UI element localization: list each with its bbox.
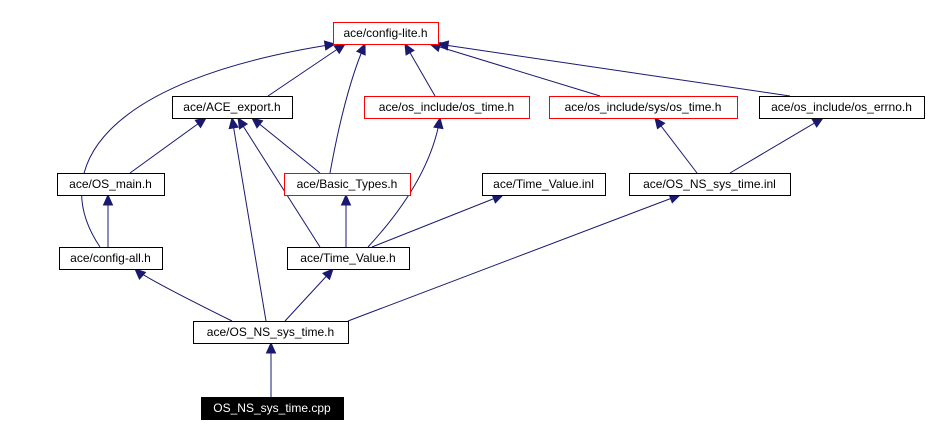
edge-line [251, 117, 321, 174]
edge-line [437, 43, 791, 97]
edge-sys_os_time-to-config_lite [428, 42, 601, 97]
node-label: ace/config-all.h [70, 251, 151, 265]
node-label: ace/ACE_export.h [183, 100, 280, 114]
node-config-lite[interactable]: ace/config-lite.h [333, 22, 439, 45]
edge-os_ns_sys_time_h-to-time_value_h [284, 268, 334, 322]
node-label: ace/os_include/os_time.h [379, 100, 514, 114]
edge-ace_export-to-config_lite [267, 43, 347, 97]
edge-os_main-to-ace_export [129, 117, 207, 174]
node-ace-export[interactable]: ace/ACE_export.h [172, 96, 293, 119]
arrow-head [433, 116, 444, 130]
arrow-head [237, 116, 249, 130]
edge-line [367, 117, 441, 248]
edge-config_all-to-os_main [102, 193, 114, 247]
node-label: ace/Time_Value.inl [493, 177, 594, 191]
node-label: ace/OS_main.h [69, 177, 152, 191]
edge-os_errno-to-config_lite [436, 40, 791, 97]
node-os-time[interactable]: ace/os_include/os_time.h [364, 96, 530, 119]
node-box [172, 96, 293, 119]
edge-line [231, 117, 267, 322]
arrow-head [322, 268, 334, 281]
node-box [57, 173, 165, 196]
node-box [287, 247, 410, 270]
edge-line [329, 43, 366, 174]
node-label: ace/Time_Value.h [300, 251, 395, 265]
arrow-head [436, 40, 450, 51]
node-box [284, 173, 411, 196]
edge-time_value_h-to-time_value_inl [371, 193, 505, 248]
arrow-head [134, 268, 147, 280]
edge-line [347, 194, 681, 322]
edge-os_time-to-config_lite [404, 42, 436, 97]
edge-os_ns_sys_time_h-to-ace_export [228, 116, 267, 322]
arrow-head [323, 40, 337, 51]
arrow-head [228, 116, 239, 130]
edge-line [81, 43, 336, 248]
edge-line [654, 117, 698, 174]
node-label: ace/config-lite.h [343, 26, 427, 40]
node-time-value-h[interactable]: ace/Time_Value.h [287, 247, 410, 270]
edge-line [729, 117, 824, 174]
arrow-head [194, 117, 207, 129]
edge-os_ns_sys_time_inl-to-sys_os_time [654, 117, 698, 174]
node-label: ace/os_include/os_errno.h [771, 100, 912, 114]
node-label: ace/OS_NS_sys_time.h [207, 325, 334, 339]
arrow-head [340, 193, 352, 206]
edge-time_value_h-to-ace_export [237, 116, 321, 248]
node-box [364, 96, 530, 119]
edge-line [134, 268, 233, 322]
arrow-head [404, 42, 415, 56]
edge-line [371, 194, 504, 248]
node-box [333, 22, 439, 45]
edge-line [129, 117, 207, 174]
nodes-layer: ace/config-lite.h ace/ACE_export.h ace/os_… [57, 22, 925, 420]
edge-line [429, 43, 601, 97]
edge-line [284, 268, 334, 322]
edge-os_ns_sys_time_inl-to-os_errno [729, 117, 825, 174]
edge-config_all-to-config_lite [81, 40, 337, 248]
edge-os_ns_sys_time_h-to-config_all [134, 268, 233, 322]
edge-os_ns_sys_time_h-to-os_ns_sys_time_inl [347, 193, 682, 322]
node-label: OS_NS_sys_time.cpp [213, 401, 331, 415]
arrow-head [811, 117, 825, 128]
node-box [193, 321, 349, 344]
edges-layer [81, 40, 825, 397]
node-label: ace/os_include/sys/os_time.h [565, 100, 722, 114]
arrow-head [251, 117, 264, 129]
edge-root-to-os_ns_sys_time_h [265, 341, 277, 397]
arrow-head [333, 43, 347, 55]
node-time-value-inl[interactable]: ace/Time_Value.inl [482, 173, 606, 196]
edge-time_value_h-to-os_time [367, 116, 444, 248]
node-box [629, 173, 791, 196]
arrow-head [355, 42, 366, 56]
node-sys-os-time[interactable]: ace/os_include/sys/os_time.h [549, 96, 738, 119]
node-os-main[interactable]: ace/OS_main.h [57, 173, 165, 196]
node-os-ns-sys-time-inl[interactable]: ace/OS_NS_sys_time.inl [629, 173, 791, 196]
edge-time_value_h-to-basic_types [340, 193, 352, 247]
edge-line [237, 117, 321, 248]
node-root[interactable]: OS_NS_sys_time.cpp [201, 397, 344, 420]
node-label: ace/OS_NS_sys_time.inl [643, 177, 776, 191]
node-box [549, 96, 738, 119]
edge-line [267, 43, 346, 97]
node-box [59, 247, 163, 270]
node-basic-types[interactable]: ace/Basic_Types.h [284, 173, 411, 196]
node-os-ns-sys-time-h[interactable]: ace/OS_NS_sys_time.h [193, 321, 349, 344]
node-config-all[interactable]: ace/config-all.h [59, 247, 163, 270]
node-os-errno[interactable]: ace/os_include/os_errno.h [759, 96, 925, 119]
node-box [482, 173, 606, 196]
arrow-head [654, 117, 666, 130]
node-box [759, 96, 925, 119]
arrow-head [102, 193, 114, 206]
edge-basic_types-to-ace_export [251, 117, 321, 174]
node-box [201, 397, 344, 420]
node-label: ace/Basic_Types.h [297, 177, 398, 191]
arrow-head [265, 341, 277, 354]
edge-basic_types-to-config_lite [329, 42, 366, 174]
